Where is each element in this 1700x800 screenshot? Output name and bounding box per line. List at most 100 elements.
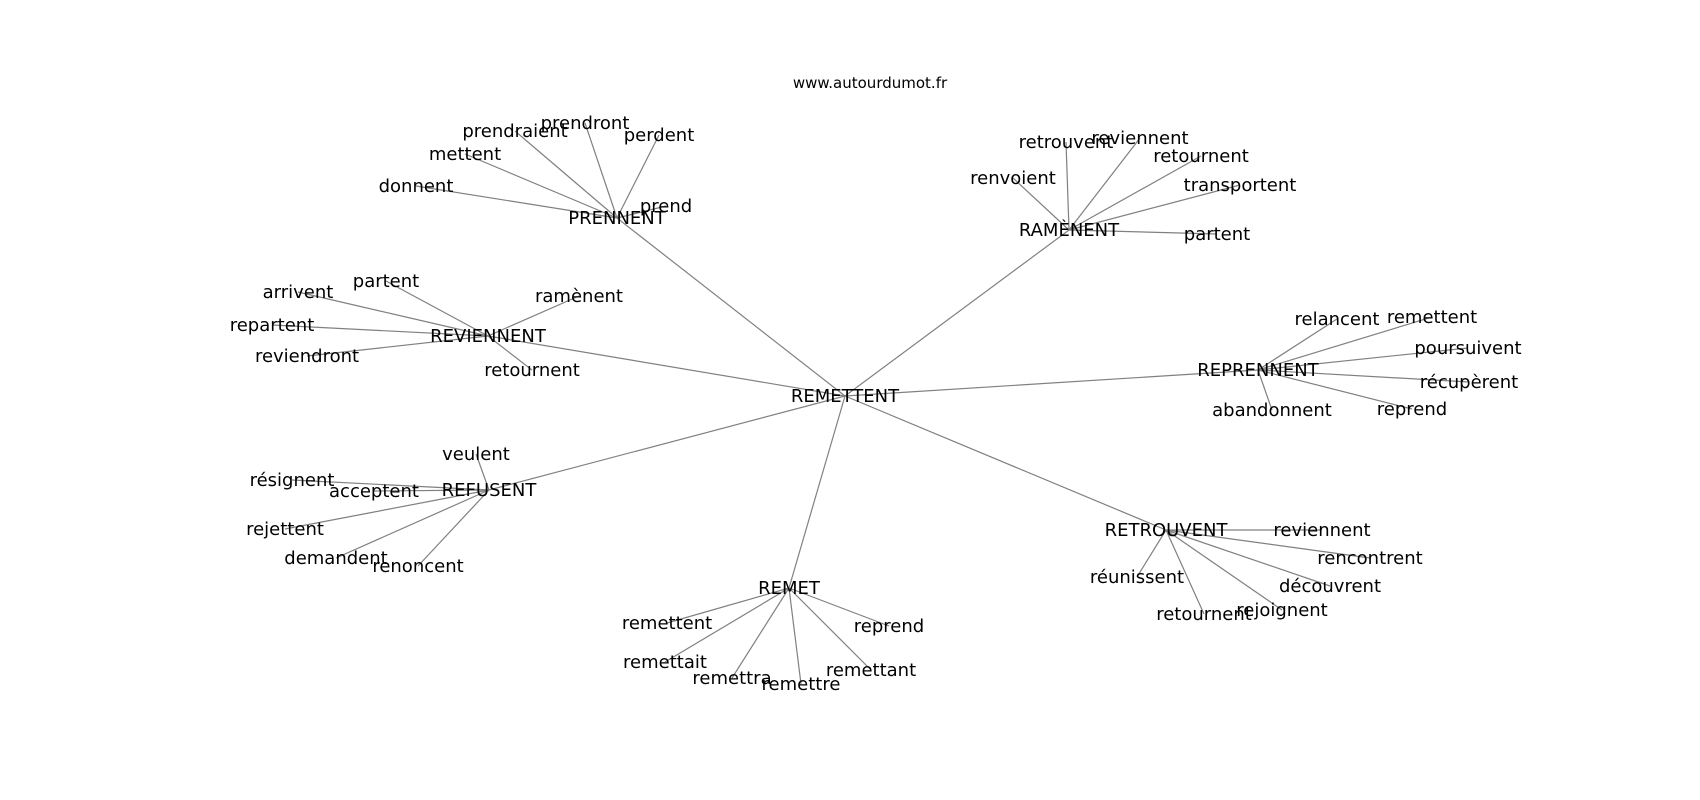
edge-hub-leaf xyxy=(487,335,533,371)
leaf-node: remettra xyxy=(692,668,771,689)
leaf-node: remettre xyxy=(762,674,841,695)
edge-hub-leaf xyxy=(666,587,790,624)
edge-root-hub xyxy=(844,395,1167,531)
leaf-node: remettent xyxy=(1387,307,1477,328)
leaf-node: reviennent xyxy=(1091,128,1188,149)
edge-root-hub xyxy=(616,217,846,397)
hub-node: REPRENNENT xyxy=(1197,360,1319,381)
edge-hub-leaf xyxy=(1257,369,1470,383)
leaf-node: relancent xyxy=(1295,309,1380,330)
leaf-node: acceptent xyxy=(329,481,419,502)
edge-hub-leaf xyxy=(1257,316,1433,371)
edge-hub-leaf xyxy=(475,453,490,491)
edge-root-hub xyxy=(844,369,1259,397)
edge-hub-leaf xyxy=(1165,529,1371,559)
edge-hub-leaf xyxy=(415,185,618,219)
leaf-node: rejoignent xyxy=(1236,600,1327,621)
leaf-node: réunissent xyxy=(1090,567,1184,588)
edge-hub-leaf xyxy=(1257,369,1273,411)
edge-hub-leaf xyxy=(584,122,618,219)
edge-hub-leaf xyxy=(1068,137,1141,231)
hub-node: REMET xyxy=(758,578,821,599)
edge-hub-leaf xyxy=(284,489,490,530)
edge-hub-leaf xyxy=(1165,529,1205,615)
edge-hub-leaf xyxy=(335,489,490,559)
edge-hub-leaf xyxy=(1068,184,1241,231)
leaf-node: prendront xyxy=(541,113,630,134)
edge-hub-leaf xyxy=(1136,529,1167,578)
edge-hub-leaf xyxy=(1068,229,1218,235)
edge-hub-leaf xyxy=(616,134,660,219)
leaf-node: rejettent xyxy=(246,519,324,540)
edge-hub-leaf xyxy=(1257,347,1469,371)
leaf-node: prend xyxy=(640,196,692,217)
root-node: REMETTENT xyxy=(791,386,900,407)
leaf-node: reviendront xyxy=(255,346,359,367)
edge-hub-leaf xyxy=(1257,318,1338,371)
edge-hub-leaf xyxy=(731,587,790,679)
edge-hub-leaf xyxy=(788,587,802,685)
leaf-node: repartent xyxy=(230,315,315,336)
edge-hub-leaf xyxy=(1165,529,1331,587)
leaf-node: ramènent xyxy=(535,286,623,307)
leaf-node: récupèrent xyxy=(1420,372,1518,393)
hub-node: REFUSENT xyxy=(442,480,538,501)
edge-hub-leaf xyxy=(1012,177,1070,231)
source-credit: www.autourdumot.fr xyxy=(793,74,948,92)
leaf-node: donnent xyxy=(379,176,454,197)
edge-hub-leaf xyxy=(385,280,489,337)
hub-node: PRENNENT xyxy=(568,208,667,229)
edge-hub-leaf xyxy=(788,587,872,671)
leaf-node: remettait xyxy=(623,652,707,673)
edge-root-hub xyxy=(788,395,846,589)
leaf-node: partent xyxy=(1184,224,1250,245)
leaf-node: arrivent xyxy=(263,282,334,303)
edges xyxy=(271,122,1470,685)
leaf-node: prendraient xyxy=(462,121,567,142)
edge-hub-leaf xyxy=(1068,155,1202,231)
hub-node: RAMÈNENT xyxy=(1019,219,1120,241)
edge-hub-leaf xyxy=(616,205,667,219)
leaf-node: retournent xyxy=(484,360,580,381)
hub-node: RETROUVENT xyxy=(1105,520,1229,541)
leaf-node: transportent xyxy=(1184,175,1297,196)
edge-root-hub xyxy=(488,395,846,491)
leaf-node: demandent xyxy=(284,548,387,569)
leaf-node: reviennent xyxy=(1273,520,1370,541)
edge-hub-leaf xyxy=(271,324,489,337)
leaf-node: veulent xyxy=(442,444,510,465)
edge-hub-leaf xyxy=(1257,369,1413,410)
edge-hub-leaf xyxy=(297,291,489,337)
leaf-node: retournent xyxy=(1156,604,1252,625)
edge-root-hub xyxy=(844,229,1070,397)
edge-hub-leaf xyxy=(514,130,618,219)
leaf-node: remettant xyxy=(826,660,916,681)
leaf-node: poursuivent xyxy=(1414,338,1521,359)
edge-hub-leaf xyxy=(291,479,490,491)
edge-hub-leaf xyxy=(373,489,490,492)
edge-hub-leaf xyxy=(1065,141,1070,231)
leaf-node: abandonnent xyxy=(1212,400,1332,421)
leaf-node: mettent xyxy=(429,144,501,165)
edge-hub-leaf xyxy=(487,295,580,337)
edge-hub-leaf xyxy=(464,153,618,219)
edge-hub-leaf xyxy=(417,489,490,567)
leaf-node: résignent xyxy=(250,470,335,491)
leaf-node: remettent xyxy=(622,613,712,634)
leaf-node: partent xyxy=(353,271,419,292)
edge-hub-leaf xyxy=(788,587,890,627)
edge-hub-leaf xyxy=(664,587,790,663)
hub-node: REVIENNENT xyxy=(430,326,547,347)
leaf-node: découvrent xyxy=(1279,576,1381,597)
leaf-node: renoncent xyxy=(372,556,463,577)
leaf-node: reprend xyxy=(854,616,924,637)
leaf-node: retournent xyxy=(1153,146,1249,167)
leaf-node: rencontrent xyxy=(1317,548,1422,569)
leaf-node: renvoient xyxy=(970,168,1056,189)
edge-hub-leaf xyxy=(1165,529,1283,611)
leaf-node: retrouvent xyxy=(1019,132,1114,153)
edge-hub-leaf xyxy=(306,335,489,357)
leaf-node: reprend xyxy=(1377,399,1447,420)
leaf-node: perdent xyxy=(624,125,695,146)
